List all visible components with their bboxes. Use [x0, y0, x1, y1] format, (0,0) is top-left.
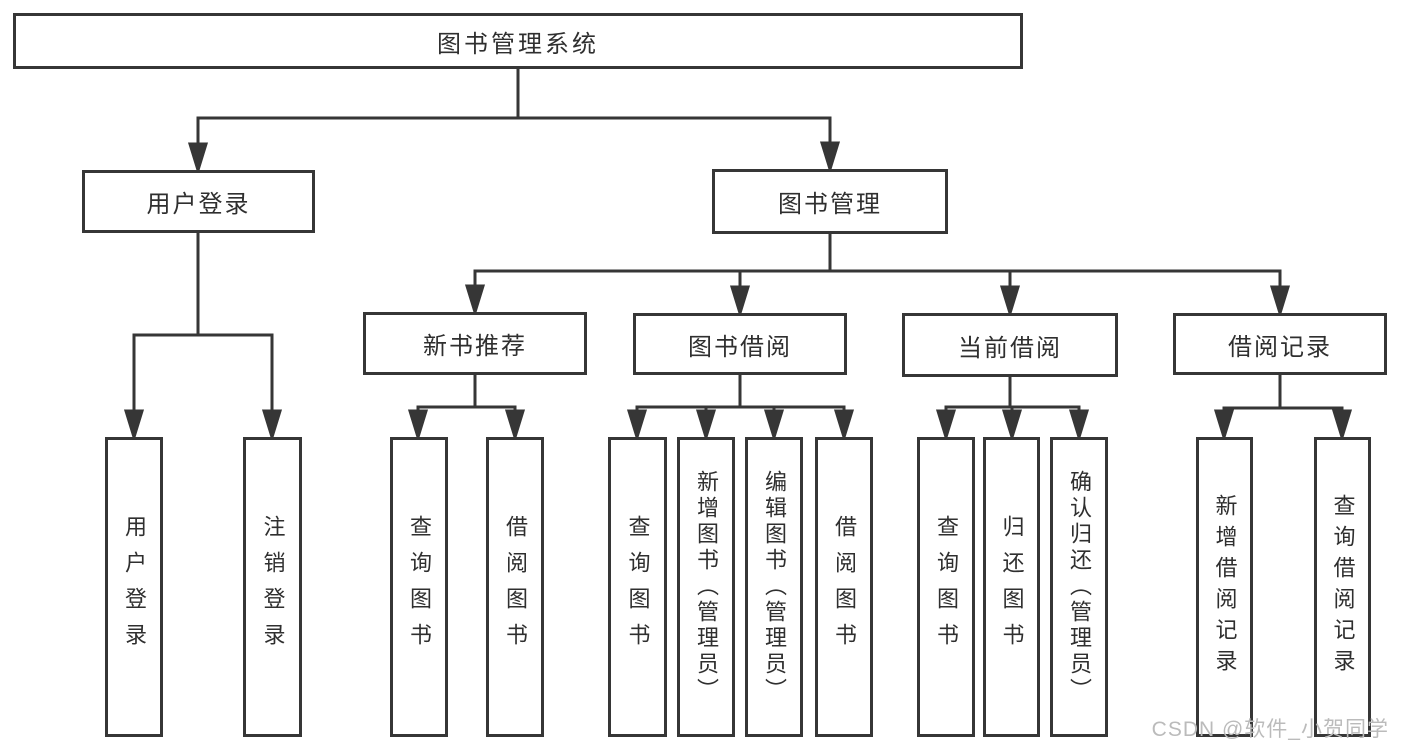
arrowhead-icon: [819, 141, 841, 175]
connector-borrowing-children: [626, 375, 855, 443]
connector-book-mgmt-to-level3: [464, 234, 1291, 319]
node-borrowing-records: 借阅记录: [1173, 313, 1387, 375]
leaf-query-books-borrowing: 查询图书: [608, 437, 667, 737]
arrowhead-icon: [729, 285, 751, 319]
leaf-borrow-books-recommend: 借阅图书: [486, 437, 544, 737]
node-current-borrowing: 当前借阅: [902, 313, 1118, 377]
arrowhead-icon: [1269, 285, 1291, 319]
csdn-watermark: CSDN @软件_小贺同学: [1151, 718, 1389, 741]
arrowhead-icon: [763, 409, 785, 443]
arrowhead-icon: [1001, 409, 1023, 443]
arrowhead-icon: [999, 285, 1021, 319]
leaf-query-borrow-record: 查询借阅记录: [1314, 437, 1371, 737]
connector-records-children: [1213, 375, 1353, 443]
node-book-borrowing: 图书借阅: [633, 313, 847, 375]
arrowhead-icon: [1068, 409, 1090, 443]
arrowhead-icon: [261, 409, 283, 443]
leaf-return-books: 归还图书: [983, 437, 1040, 737]
leaf-add-book-admin: 新增图书（管理员）: [677, 437, 735, 737]
arrowhead-icon: [626, 409, 648, 443]
node-user-login: 用户登录: [82, 170, 315, 233]
leaf-query-books-recommend: 查询图书: [390, 437, 448, 737]
leaf-add-borrow-record: 新增借阅记录: [1196, 437, 1253, 737]
arrowhead-icon: [1213, 409, 1235, 443]
arrowhead-icon: [464, 284, 486, 318]
leaf-query-books-current: 查询图书: [917, 437, 975, 737]
arrowhead-icon: [504, 409, 526, 443]
leaf-borrow-books-borrowing: 借阅图书: [815, 437, 873, 737]
arrowhead-icon: [1331, 409, 1353, 443]
node-book-management: 图书管理: [712, 169, 948, 234]
leaf-logout: 注销登录: [243, 437, 302, 737]
leaf-edit-book-admin: 编辑图书（管理员）: [745, 437, 803, 737]
connector-root-to-level2: [187, 69, 841, 176]
arrowhead-icon: [935, 409, 957, 443]
arrowhead-icon: [833, 409, 855, 443]
connector-current-children: [935, 377, 1090, 443]
leaf-confirm-return-admin: 确认归还（管理员）: [1050, 437, 1108, 737]
node-root-system: 图书管理系统: [13, 13, 1023, 69]
leaf-user-login: 用户登录: [105, 437, 163, 737]
arrowhead-icon: [407, 409, 429, 443]
connector-newbook-children: [407, 375, 526, 443]
arrowhead-icon: [123, 409, 145, 443]
connector-user-login-children: [123, 233, 283, 443]
node-new-book-recommend: 新书推荐: [363, 312, 587, 375]
arrowhead-icon: [695, 409, 717, 443]
arrowhead-icon: [187, 142, 209, 176]
